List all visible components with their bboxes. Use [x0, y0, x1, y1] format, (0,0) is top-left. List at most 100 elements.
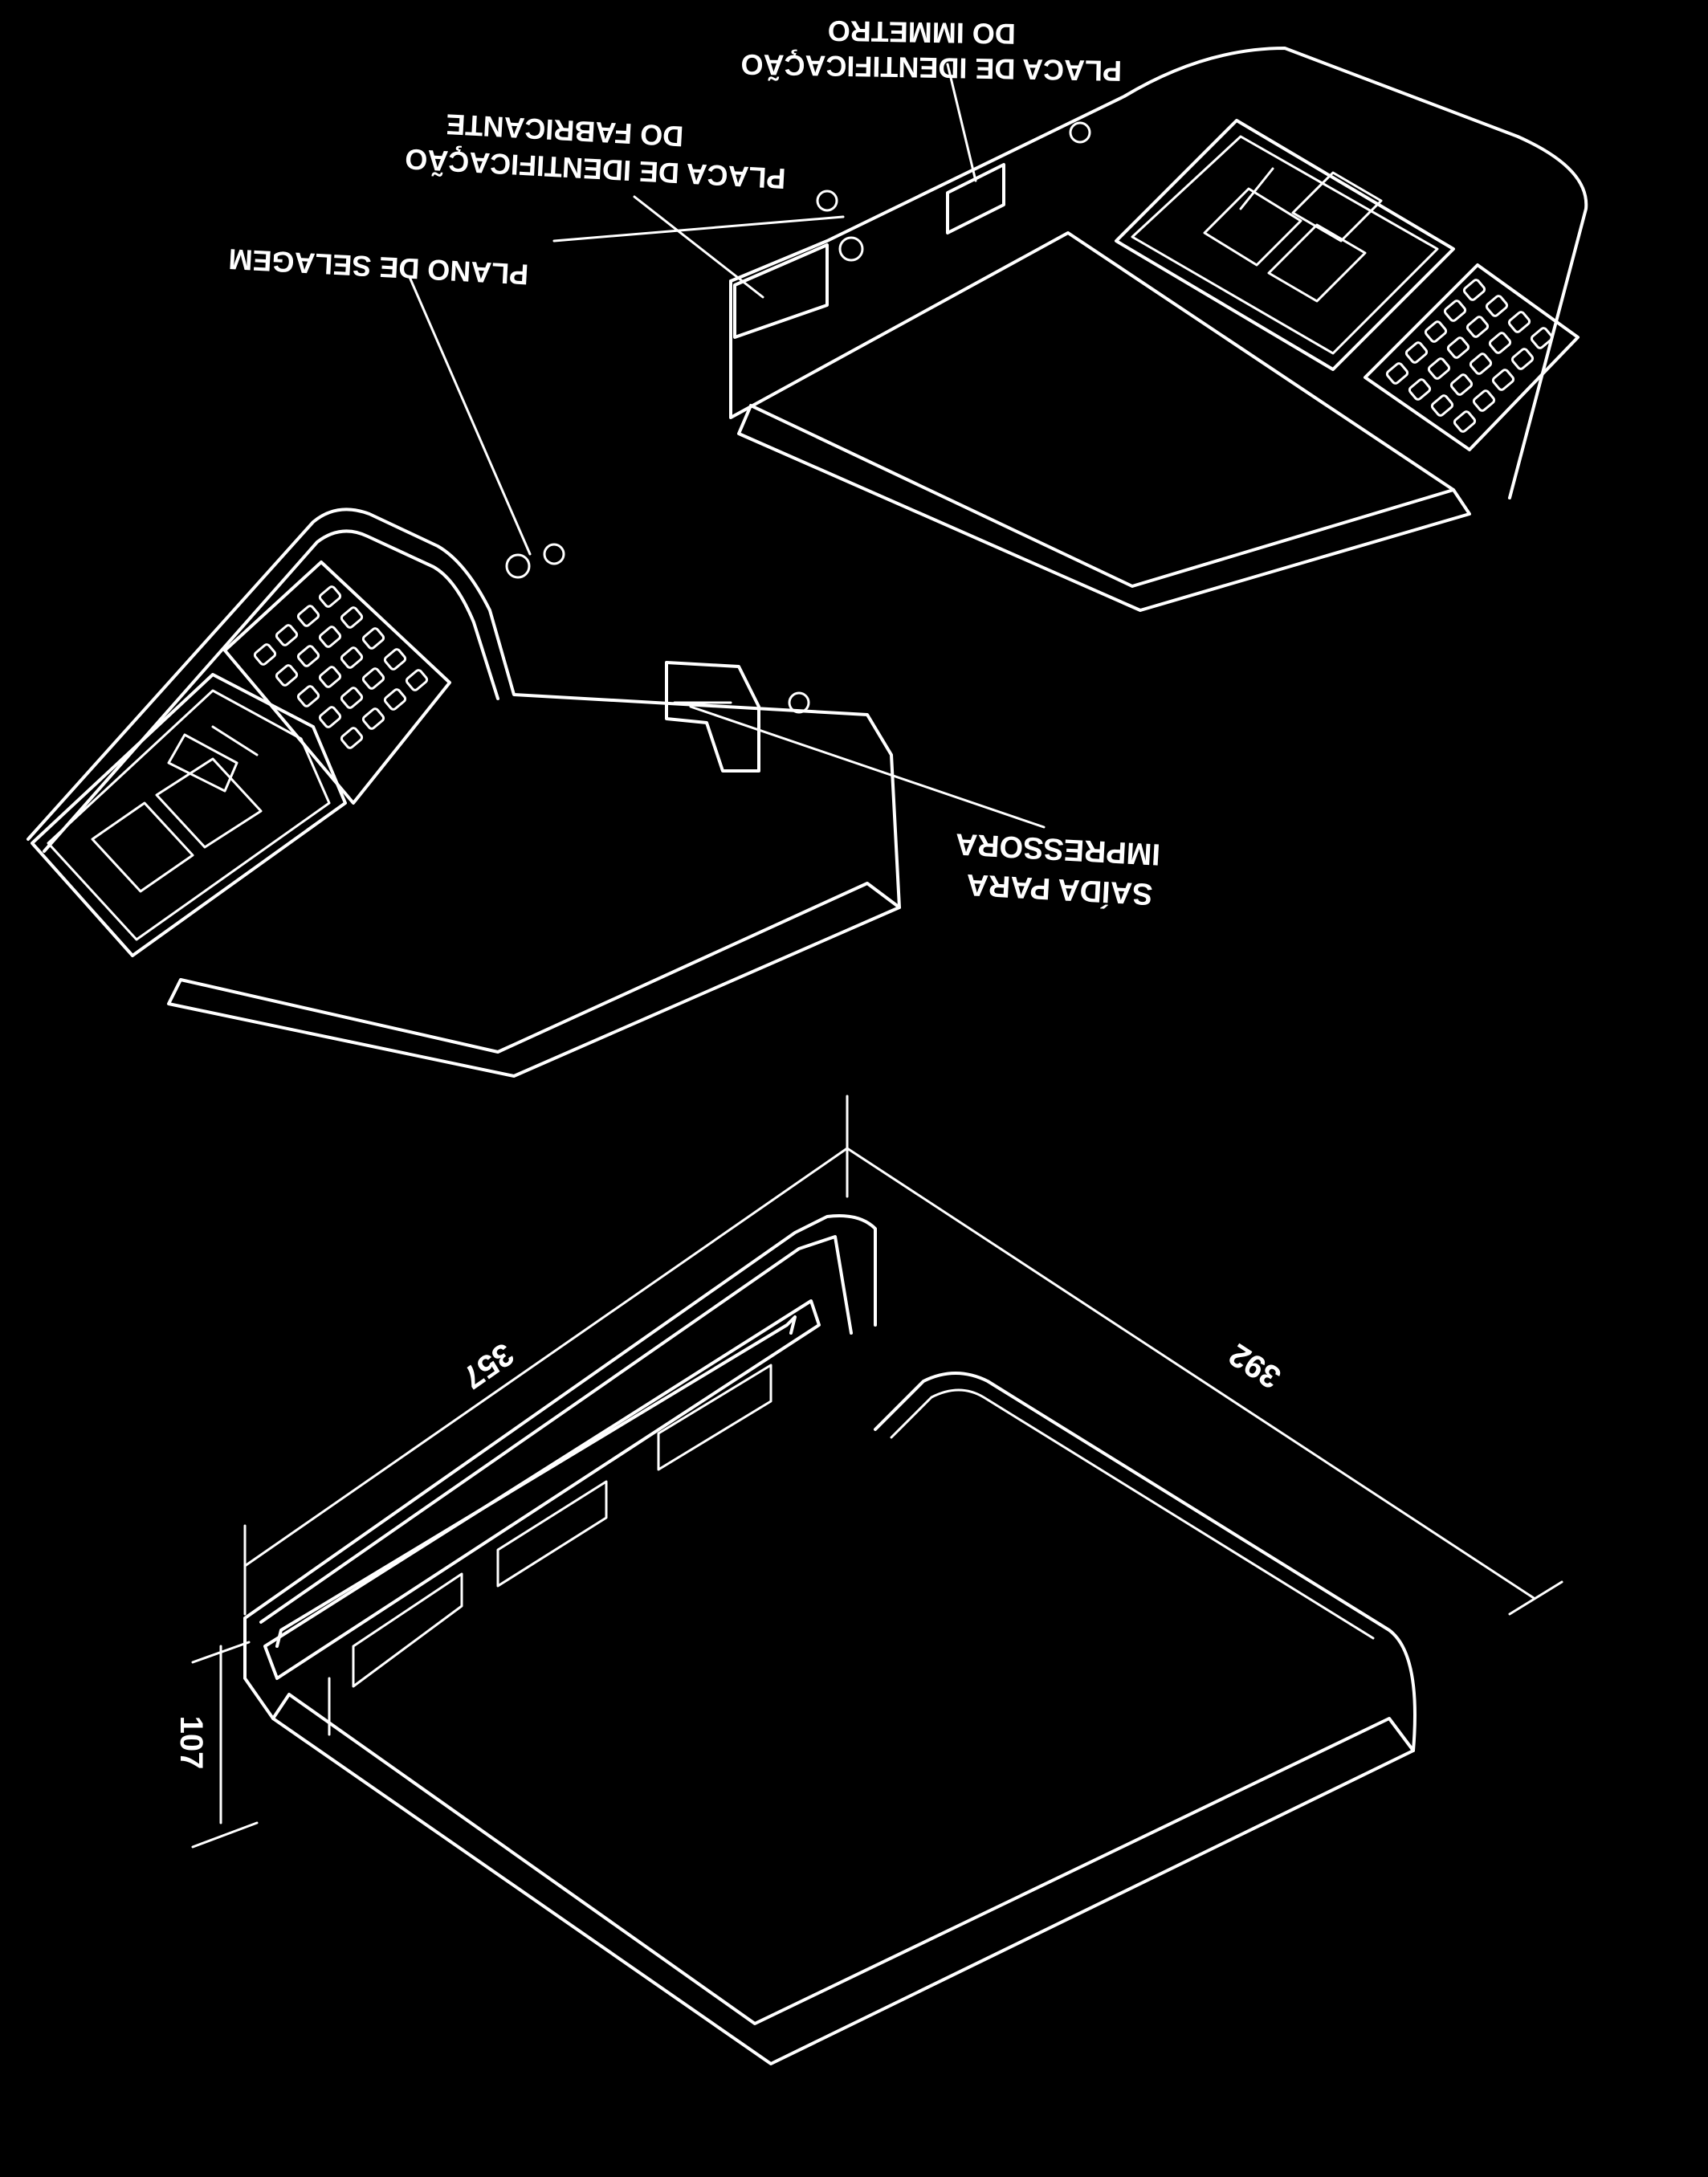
right-display-window-1 — [1203, 187, 1302, 267]
bottom-display-window-1 — [352, 1572, 463, 1688]
right-keypad-key — [1472, 389, 1496, 412]
label-plano-selagem: PLANO DE SELAGEM — [228, 243, 530, 291]
bottom-platter — [271, 1693, 1415, 2065]
right-body — [729, 47, 1588, 499]
scale-bottom-view — [191, 1095, 1563, 2065]
right-keypad-key — [1449, 373, 1474, 396]
right-display-housing — [1115, 119, 1455, 371]
left-keypad-key — [318, 626, 342, 648]
leader-saida-impressora — [689, 705, 1046, 829]
left-seal-screw-3 — [788, 691, 810, 714]
right-keypad-key — [1446, 336, 1470, 359]
left-keypad — [223, 561, 451, 805]
left-display-window-3 — [167, 733, 238, 793]
left-keypad-keys — [253, 585, 429, 749]
right-platter — [737, 404, 1471, 612]
left-seal-screw-1 — [505, 553, 531, 579]
left-keypad-key — [340, 646, 364, 669]
left-display-window-2 — [155, 757, 263, 849]
label-placa-immetro-line1: PLACA DE IDENTIFICAÇÃO — [740, 48, 1122, 88]
right-keypad-key — [1453, 410, 1477, 433]
bottom-display-face — [275, 1315, 797, 1648]
left-keypad-key — [318, 706, 342, 728]
left-keypad-key — [296, 645, 320, 667]
leader-plano-selagem-right — [552, 215, 845, 243]
right-display-bezel — [1131, 135, 1439, 355]
left-keypad-key — [296, 605, 320, 627]
leader-plano-selagem-left — [408, 275, 532, 556]
right-keypad-key — [1443, 300, 1467, 322]
left-keypad-key — [383, 648, 407, 671]
right-keypad-keys — [1385, 279, 1554, 433]
right-keypad — [1364, 263, 1580, 451]
right-keypad-key — [1491, 369, 1515, 391]
manufacturer-plate — [733, 243, 829, 339]
left-keypad-key — [253, 643, 277, 666]
right-keypad-key — [1404, 341, 1429, 364]
right-keypad-key — [1424, 320, 1448, 343]
right-display-window-2 — [1267, 223, 1367, 303]
right-display-indicator — [1239, 167, 1274, 210]
left-display-window-1 — [91, 801, 194, 893]
dim-357-line — [243, 1147, 849, 1568]
right-seal-screw-2 — [816, 190, 838, 212]
right-keypad-key — [1507, 311, 1531, 333]
label-saida-line1: SAÍDA PARA — [965, 867, 1153, 912]
dimension-392: 392 — [1223, 1336, 1287, 1395]
right-keypad-key — [1469, 353, 1493, 375]
bottom-body-inner — [259, 1235, 853, 1624]
scale-left-view — [26, 508, 901, 1078]
left-body-inner — [43, 529, 499, 853]
right-seal-screw-1 — [838, 236, 864, 262]
leader-placa-immetro — [946, 63, 977, 182]
label-placa-fabricante-line1: PLACA DE IDENTIFICAÇÃO — [404, 143, 786, 197]
left-keypad-key — [361, 667, 385, 690]
right-keypad-key — [1530, 327, 1554, 349]
label-saida-line2: IMPRESSORA — [955, 826, 1161, 870]
labels: PLANO DE SELAGEM PLACA DE IDENTIFICAÇÃO … — [173, 14, 1287, 1769]
right-keypad-key — [1465, 316, 1490, 338]
left-keypad-key — [361, 627, 385, 650]
left-keypad-key — [318, 585, 342, 608]
right-keypad-key — [1430, 394, 1454, 417]
dim-107-ext-bottom — [191, 1821, 259, 1849]
left-keypad-key — [383, 688, 407, 711]
right-body-base — [729, 231, 1455, 491]
left-keypad-key — [405, 669, 429, 691]
left-printer-outlet — [665, 661, 760, 773]
left-keypad-key — [361, 707, 385, 730]
bottom-display-panel — [263, 1299, 821, 1680]
bottom-body — [243, 1214, 877, 1720]
right-keypad-key — [1427, 357, 1451, 380]
left-keypad-key — [296, 685, 320, 707]
dim-392-line — [846, 1147, 1535, 1600]
left-keypad-key — [340, 727, 364, 749]
right-keypad-key — [1462, 279, 1486, 301]
right-keypad-key — [1408, 378, 1432, 401]
bottom-platter-rim — [874, 1372, 1417, 1752]
left-keypad-key — [275, 624, 299, 646]
right-keypad-key — [1485, 295, 1509, 317]
left-keypad-key — [275, 664, 299, 687]
left-keypad-key — [340, 606, 364, 629]
right-keypad-key — [1385, 362, 1409, 385]
right-seal-screw-3 — [1069, 121, 1091, 144]
left-seal-screw-2 — [543, 543, 565, 565]
dim-107-ext-top — [191, 1641, 251, 1664]
dimension-357: 357 — [455, 1335, 520, 1395]
leader-placa-fabricante — [633, 195, 764, 299]
left-display-bezel — [47, 689, 331, 941]
left-body — [26, 508, 901, 909]
bottom-display-window-3 — [657, 1364, 772, 1471]
label-placa-immetro-line2: DO IMMETRO — [827, 14, 1016, 51]
leader-lines — [408, 63, 1046, 829]
left-platter — [167, 882, 901, 1078]
left-display-housing — [31, 673, 347, 957]
left-display-indicator — [211, 725, 259, 756]
left-keypad-key — [318, 666, 342, 688]
right-keypad-key — [1488, 332, 1512, 354]
immetro-plate — [946, 163, 1005, 234]
label-placa-fabricante-line2: DO FABRICANTE — [445, 108, 684, 153]
bottom-display-window-2 — [496, 1480, 608, 1588]
